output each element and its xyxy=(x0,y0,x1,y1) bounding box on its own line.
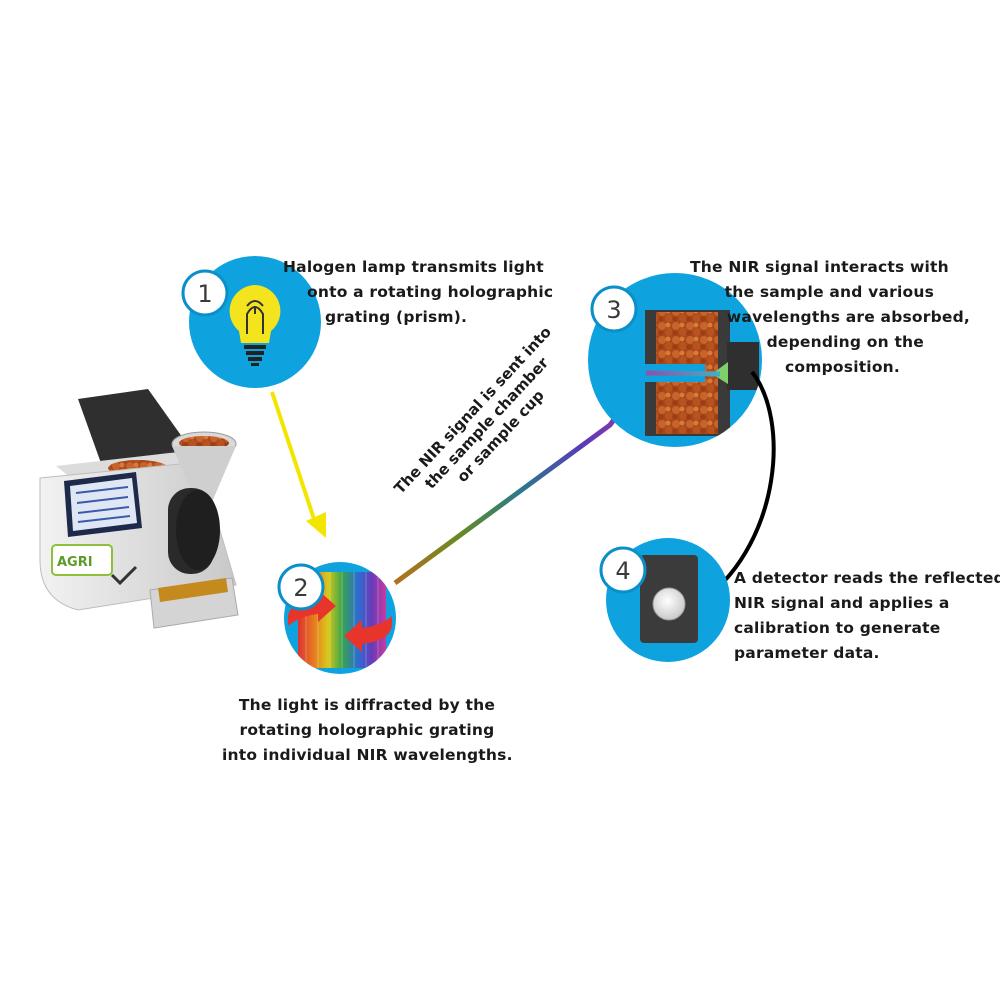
step-4-number: 4 xyxy=(615,557,630,585)
step-2-line: rotating holographic grating xyxy=(239,721,495,739)
device-screen-lines xyxy=(75,486,131,523)
step-4-line: NIR signal and applies a xyxy=(734,594,950,612)
step-4-line: calibration to generate xyxy=(734,619,941,637)
light-arrow xyxy=(270,391,326,538)
step-2-number: 2 xyxy=(293,574,308,602)
rotation-arrows xyxy=(288,590,392,652)
device-logo-text: AGRI xyxy=(57,555,93,570)
step-2-badge: 2 xyxy=(277,563,325,611)
step-3-caption: The NIR signal interacts with the sample… xyxy=(690,255,970,380)
funnel-cone xyxy=(172,446,236,502)
step-4-line: A detector reads the reflected xyxy=(734,569,1000,587)
lamp-icon xyxy=(229,285,281,366)
step-3-line: the sample and various xyxy=(724,283,934,301)
step-2-line: into individual NIR wavelengths. xyxy=(222,746,513,764)
detector-lens xyxy=(653,588,685,620)
step-3-badge: 3 xyxy=(590,285,638,333)
drawer-grain xyxy=(158,578,228,602)
step-4-line: parameter data. xyxy=(734,644,880,662)
step-1-line: grating (prism). xyxy=(325,308,468,326)
step-4-caption: A detector reads the reflected NIR signa… xyxy=(734,566,1000,666)
step-2-line: The light is diffracted by the xyxy=(238,696,496,714)
device-logo: AGRI xyxy=(51,544,113,576)
step-3-line: composition. xyxy=(785,358,900,376)
device-check-icon xyxy=(110,565,138,586)
step-4-badge: 4 xyxy=(599,546,647,594)
device-lid xyxy=(78,389,190,466)
sample-fiber xyxy=(645,370,721,377)
step-1-line: onto a rotating holographic xyxy=(307,283,554,301)
nir-analyzer-device: AGRI xyxy=(39,389,239,629)
step-3-line: wavelengths are absorbed, xyxy=(726,308,970,326)
step-3-line: depending on the xyxy=(766,333,924,351)
step-3-line: The NIR signal interacts with xyxy=(690,258,949,276)
sample-detector-block xyxy=(727,342,759,390)
device-screen-content xyxy=(70,478,137,531)
step-1-line: Halogen lamp transmits light xyxy=(283,258,544,276)
grain-column-front xyxy=(176,490,220,570)
step-1-badge: 1 xyxy=(181,269,229,317)
step-2-caption: The light is diffracted by the rotating … xyxy=(222,693,512,768)
step-1-number: 1 xyxy=(197,280,212,308)
detector-lens-ring xyxy=(652,587,686,621)
step-1-caption: Halogen lamp transmits light onto a rota… xyxy=(283,255,553,330)
step-3-number: 3 xyxy=(606,296,621,324)
